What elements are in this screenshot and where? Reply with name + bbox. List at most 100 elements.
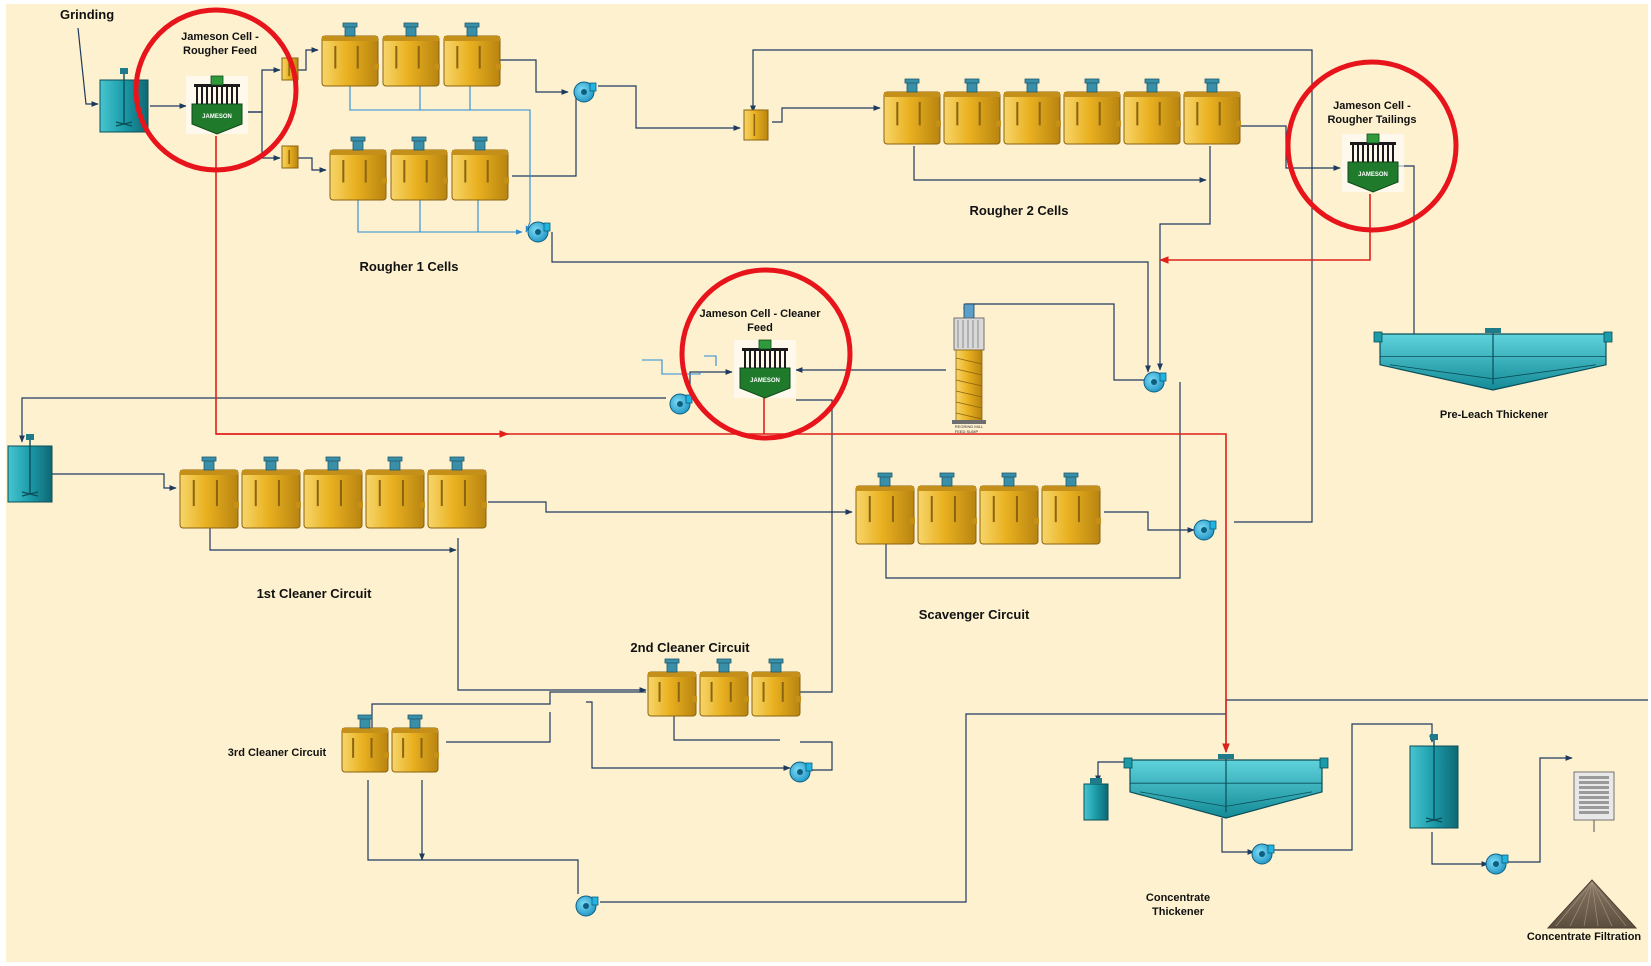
line-pump-to-filter (1504, 755, 1573, 863)
line-thick-overflow (1095, 761, 1126, 783)
concentrate-thickener (1123, 754, 1329, 819)
scavenger-cell-2 (917, 472, 977, 545)
line-c1-to-scav (488, 501, 853, 515)
water-feed-jcleaner (642, 359, 701, 375)
line-c2-tail-to-pump (586, 701, 791, 771)
line-r1pump-to-regrind (551, 232, 1151, 373)
third-cleaner-cell-1 (341, 714, 389, 773)
label-scavenger: Scavenger Circuit (918, 607, 1030, 622)
first-cleaner-cell-5 (427, 456, 487, 529)
rougher1-top-cell-1 (321, 22, 379, 87)
cleaner-feed-tank (7, 434, 53, 503)
label-jameson-rougher-tailings-line1: Jameson Cell - (1333, 100, 1411, 112)
red-line-rougher-feed (215, 136, 1230, 753)
line-c1-conc (209, 526, 457, 553)
first-cleaner-cell-1 (179, 456, 239, 529)
label-pre-leach-thickener: Pre-Leach Thickener (1439, 409, 1549, 421)
third-cleaner-cell-2 (391, 714, 439, 773)
line-jameson-to-r1bot (248, 111, 281, 161)
water-lines (349, 86, 717, 375)
pump-scavenger-tails (1193, 519, 1217, 541)
rougher2-cell-2 (943, 78, 1001, 145)
jameson-cell-rougher-feed: JAMESON (186, 75, 248, 135)
label-jameson-rougher-feed-line2: Rougher Feed (183, 44, 257, 57)
pump-third-cleaner-conc (575, 895, 599, 917)
rougher2-cell-6 (1183, 78, 1241, 145)
filter-cake-pile (1546, 879, 1638, 929)
line-r2box-to-r2 (772, 105, 881, 123)
rougher1-top-cell-3 (443, 22, 501, 87)
first-cleaner-cell-3 (303, 456, 363, 529)
first-cleaner-cell-2 (241, 456, 301, 529)
first-cleaner-cell-4 (365, 456, 425, 529)
line-thick-underflow (1221, 818, 1255, 855)
rougher1-bottom-cell-1 (329, 136, 387, 201)
label-concentrate-thickener-line2: Thickener (1152, 905, 1204, 918)
line-jcleaner-tail (796, 399, 833, 693)
label-jameson-rougher-feed-line1: Jameson Cell - (181, 31, 259, 43)
concentrate-storage-tank (1409, 734, 1459, 829)
label-jameson-cleaner-feed: Jameson Cell - Cleaner Feed (699, 308, 820, 336)
line-scav-tail (1104, 511, 1195, 533)
line-c2-pump-to-c2 (800, 741, 833, 771)
label-first-cleaner: 1st Cleaner Circuit (256, 586, 372, 601)
scavenger-cell-1 (855, 472, 915, 545)
rougher2-cell-3 (1003, 78, 1061, 145)
label-regrind-mill: REGRIND MILL FEED SUMP (955, 424, 983, 434)
rougher1-top-cell-2 (382, 22, 440, 87)
label-jameson-cleaner-feed-line2: Feed (747, 321, 773, 334)
pump-second-cleaner (789, 761, 813, 783)
line-tank-to-c1 (52, 473, 177, 491)
second-cleaner-cell-2 (699, 658, 749, 717)
rougher2-cell-1 (883, 78, 941, 145)
label-concentrate-thickener-line1: Concentrate (1145, 892, 1211, 904)
rougher2-distributor (743, 109, 769, 141)
line-c3-tail (446, 712, 551, 743)
highlight-circles (133, 7, 1459, 441)
rougher2-cell-4 (1063, 78, 1121, 145)
pre-leach-thickener (1373, 328, 1613, 391)
grinding-feed-line (77, 27, 99, 107)
line-storage-to-pump (1431, 832, 1489, 867)
label-regrind-mill-line2: FEED SUMP (954, 429, 979, 434)
line-r1bot-tail (512, 92, 577, 177)
line-c2-conc (673, 712, 780, 741)
highlight-jameson-rougher-tailings (1285, 59, 1459, 233)
label-concentrate-filtration: Concentrate Filtration (1526, 931, 1642, 943)
pump-regrind-feed (1143, 371, 1167, 393)
line-scav-to-r2box (750, 49, 1313, 523)
line-c1-conc-down (457, 538, 647, 693)
pump-cleaner-feed (669, 393, 693, 415)
line-pump-to-cleanertank (19, 397, 666, 443)
red-line-tailings (1159, 194, 1371, 264)
label-regrind-mill-line1: REGRIND MILL (954, 424, 984, 429)
label-jameson-rougher-tailings: Jameson Cell - Rougher Tailings (1327, 100, 1416, 128)
water-feed-jcleaner2 (704, 355, 717, 366)
line-scav-conc (885, 382, 1181, 579)
pump-rougher1 (573, 81, 597, 103)
jameson-cell-cleaner-feed-logo: JAMESON (750, 378, 780, 384)
jameson-cell-cleaner-feed: JAMESON (734, 339, 796, 399)
line-pump-to-r2box (598, 85, 741, 131)
label-third-cleaner: 3rd Cleaner Circuit (227, 747, 327, 759)
scavenger-cell-4 (1041, 472, 1101, 545)
line-r1top-tail (500, 59, 569, 95)
filter-press (1573, 771, 1615, 832)
line-box-to-r1top (298, 47, 319, 71)
pump-filter-feed (1485, 853, 1509, 875)
grinding-tank (99, 68, 149, 133)
second-cleaner-cell-1 (647, 658, 697, 717)
line-r2-conc (913, 146, 1207, 183)
jameson-cell-rougher-feed-logo: JAMESON (202, 114, 232, 120)
r1bot-conc-collect (357, 200, 523, 235)
rougher1-distributor-bottom (281, 145, 299, 169)
line-c3-conc (367, 780, 579, 894)
r1top-conc-collect (349, 86, 531, 233)
pump-thickener-underflow (1251, 843, 1275, 865)
label-rougher1: Rougher 1 Cells (359, 259, 459, 274)
highlight-jameson-rougher-feed (133, 7, 299, 173)
overflow-tank (1083, 778, 1109, 821)
pump-rougher1-conc (527, 221, 551, 243)
